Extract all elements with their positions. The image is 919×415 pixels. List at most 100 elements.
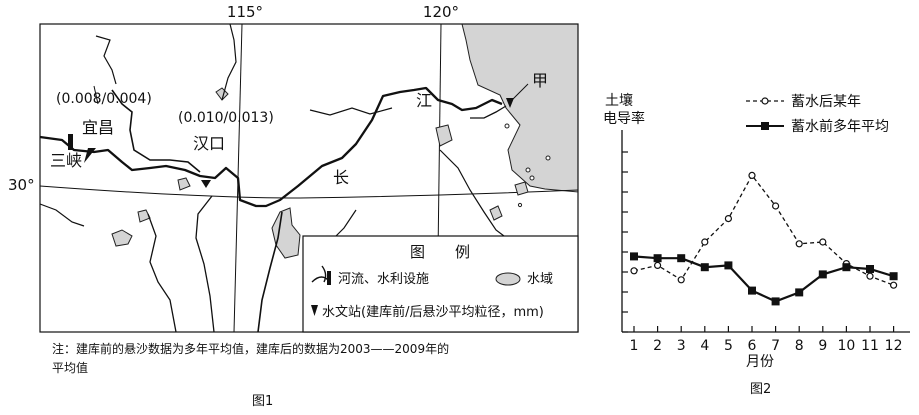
tributary-han: [111, 89, 201, 173]
series-after-point: [889, 281, 898, 289]
series-before-point: [653, 254, 662, 263]
series-after-point: [724, 215, 733, 223]
jia-station-icon: [506, 98, 514, 108]
series-before-point: [748, 286, 756, 295]
lake-small-2: [177, 177, 191, 191]
figure2-caption: 图2: [750, 382, 772, 397]
yangtze-river: [39, 86, 503, 208]
x-tick-label: 3: [677, 338, 686, 354]
series-after-point: [866, 272, 874, 280]
lake-small-6: [489, 205, 503, 221]
series-after-point: [653, 261, 662, 269]
series-before-point: [795, 288, 804, 297]
series-after-point: [748, 171, 756, 179]
series-before-line: [633, 255, 894, 303]
x-tick-label: 10: [837, 338, 855, 354]
legend-station-icon: [311, 305, 318, 316]
series-after-point: [630, 267, 638, 275]
x-tick-label: 7: [771, 338, 780, 354]
three-gorges-label: 三峡: [50, 151, 82, 170]
lake-small-5: [514, 181, 529, 196]
chart-xlabel: 月份: [746, 354, 774, 370]
sea-area: [461, 23, 579, 193]
island-4: [517, 202, 523, 208]
legend-after-marker: [761, 97, 769, 105]
series-before-point: [866, 265, 874, 273]
series-after-point: [771, 202, 780, 210]
island-5: [504, 123, 510, 129]
x-tick-label: 5: [724, 338, 733, 354]
tributary-gan: [257, 211, 283, 333]
tributary-north: [221, 23, 237, 101]
series-after-point: [701, 238, 709, 246]
series-before-point: [700, 263, 709, 272]
series-after-point: [795, 240, 803, 248]
legend-water-label: 水域: [527, 272, 553, 287]
yangtze-estuary-bank: [470, 105, 507, 119]
map-note-line1: 注：建库前的悬沙数据为多年平均值，建库后的数据为2003——2009年的: [52, 342, 450, 356]
jia-pointer-line: [511, 83, 529, 101]
chart-ylabel-line1: 土壤: [605, 92, 633, 109]
jia-label: 甲: [532, 71, 548, 90]
chart-ylabel-line2: 电导率: [603, 110, 645, 127]
series-before-point: [771, 297, 780, 306]
legend-dam-icon: [327, 271, 331, 285]
parallel-30-label: 30°: [8, 176, 35, 194]
x-tick-label: 9: [818, 338, 827, 354]
tributary-east: [439, 149, 505, 237]
legend-water-icon: [495, 272, 521, 286]
legend-box: [302, 235, 579, 333]
parallel-30: [39, 185, 579, 199]
legend-before-label: 蓄水前多年平均: [791, 118, 889, 135]
island-3: [529, 175, 535, 181]
tributary-south-1: [147, 213, 177, 333]
yichang-label: 宜昌: [82, 118, 114, 137]
meridian-115-label: 115°: [227, 3, 263, 21]
x-tick-label: 11: [861, 338, 879, 354]
tributary-huai: [309, 107, 393, 116]
map-legend: 图 例 河流、水利设施 水域 水文站(建库前/后悬沙平均粒径，mm): [302, 235, 579, 333]
series-before-point: [724, 261, 733, 270]
x-tick-label: 1: [630, 338, 639, 354]
chart-y-ticks: [622, 151, 628, 333]
meridian-120-label: 120°: [423, 3, 459, 21]
map-figure: 115° 120° 30° (0.008/0.004) (0.010/0.013…: [8, 3, 579, 333]
series-before-point: [842, 263, 851, 272]
lake-west: [111, 229, 133, 247]
hankou-label: 汉口: [193, 134, 225, 153]
legend-station-label: 水文站(建库前/后悬沙平均粒径，mm): [322, 304, 544, 320]
tributary-nw: [95, 35, 117, 85]
x-tick-label: 4: [700, 338, 709, 354]
series-after-point: [677, 276, 685, 284]
chart-series: [630, 171, 898, 306]
series-before-point: [677, 254, 686, 263]
series-after-point: [819, 238, 827, 246]
legend-before-marker: [761, 122, 769, 130]
series-before-point: [889, 272, 898, 281]
x-tick-label: 12: [885, 338, 903, 354]
island-1: [525, 167, 531, 173]
hankou-station-icon: [201, 180, 211, 188]
legend-after-label: 蓄水后某年: [791, 94, 861, 110]
chart-legend: 蓄水后某年 蓄水前多年平均: [746, 94, 889, 135]
hankou-value-label: (0.010/0.013): [178, 110, 274, 126]
x-tick-label: 6: [748, 338, 757, 354]
legend-title: 图 例: [410, 243, 470, 261]
river-label-jiang: 江: [416, 91, 432, 110]
tributary-southeast: [335, 209, 357, 237]
three-gorges-dam-icon: [68, 134, 73, 150]
map-note: 注：建库前的悬沙数据为多年平均值，建库后的数据为2003——2009年的 平均值: [52, 340, 572, 378]
legend-river-label: 河流、水利设施: [338, 272, 429, 287]
map-note-line2: 平均值: [52, 361, 89, 375]
tributary-west: [39, 203, 85, 227]
series-before-point: [630, 252, 638, 261]
yichang-pointer-line: [93, 85, 99, 105]
island-2: [545, 155, 551, 161]
tributary-south-2: [195, 195, 215, 333]
yichang-station-icon: [84, 148, 96, 163]
figure1-caption: 图1: [252, 394, 274, 409]
x-tick-label: 8: [795, 338, 804, 354]
